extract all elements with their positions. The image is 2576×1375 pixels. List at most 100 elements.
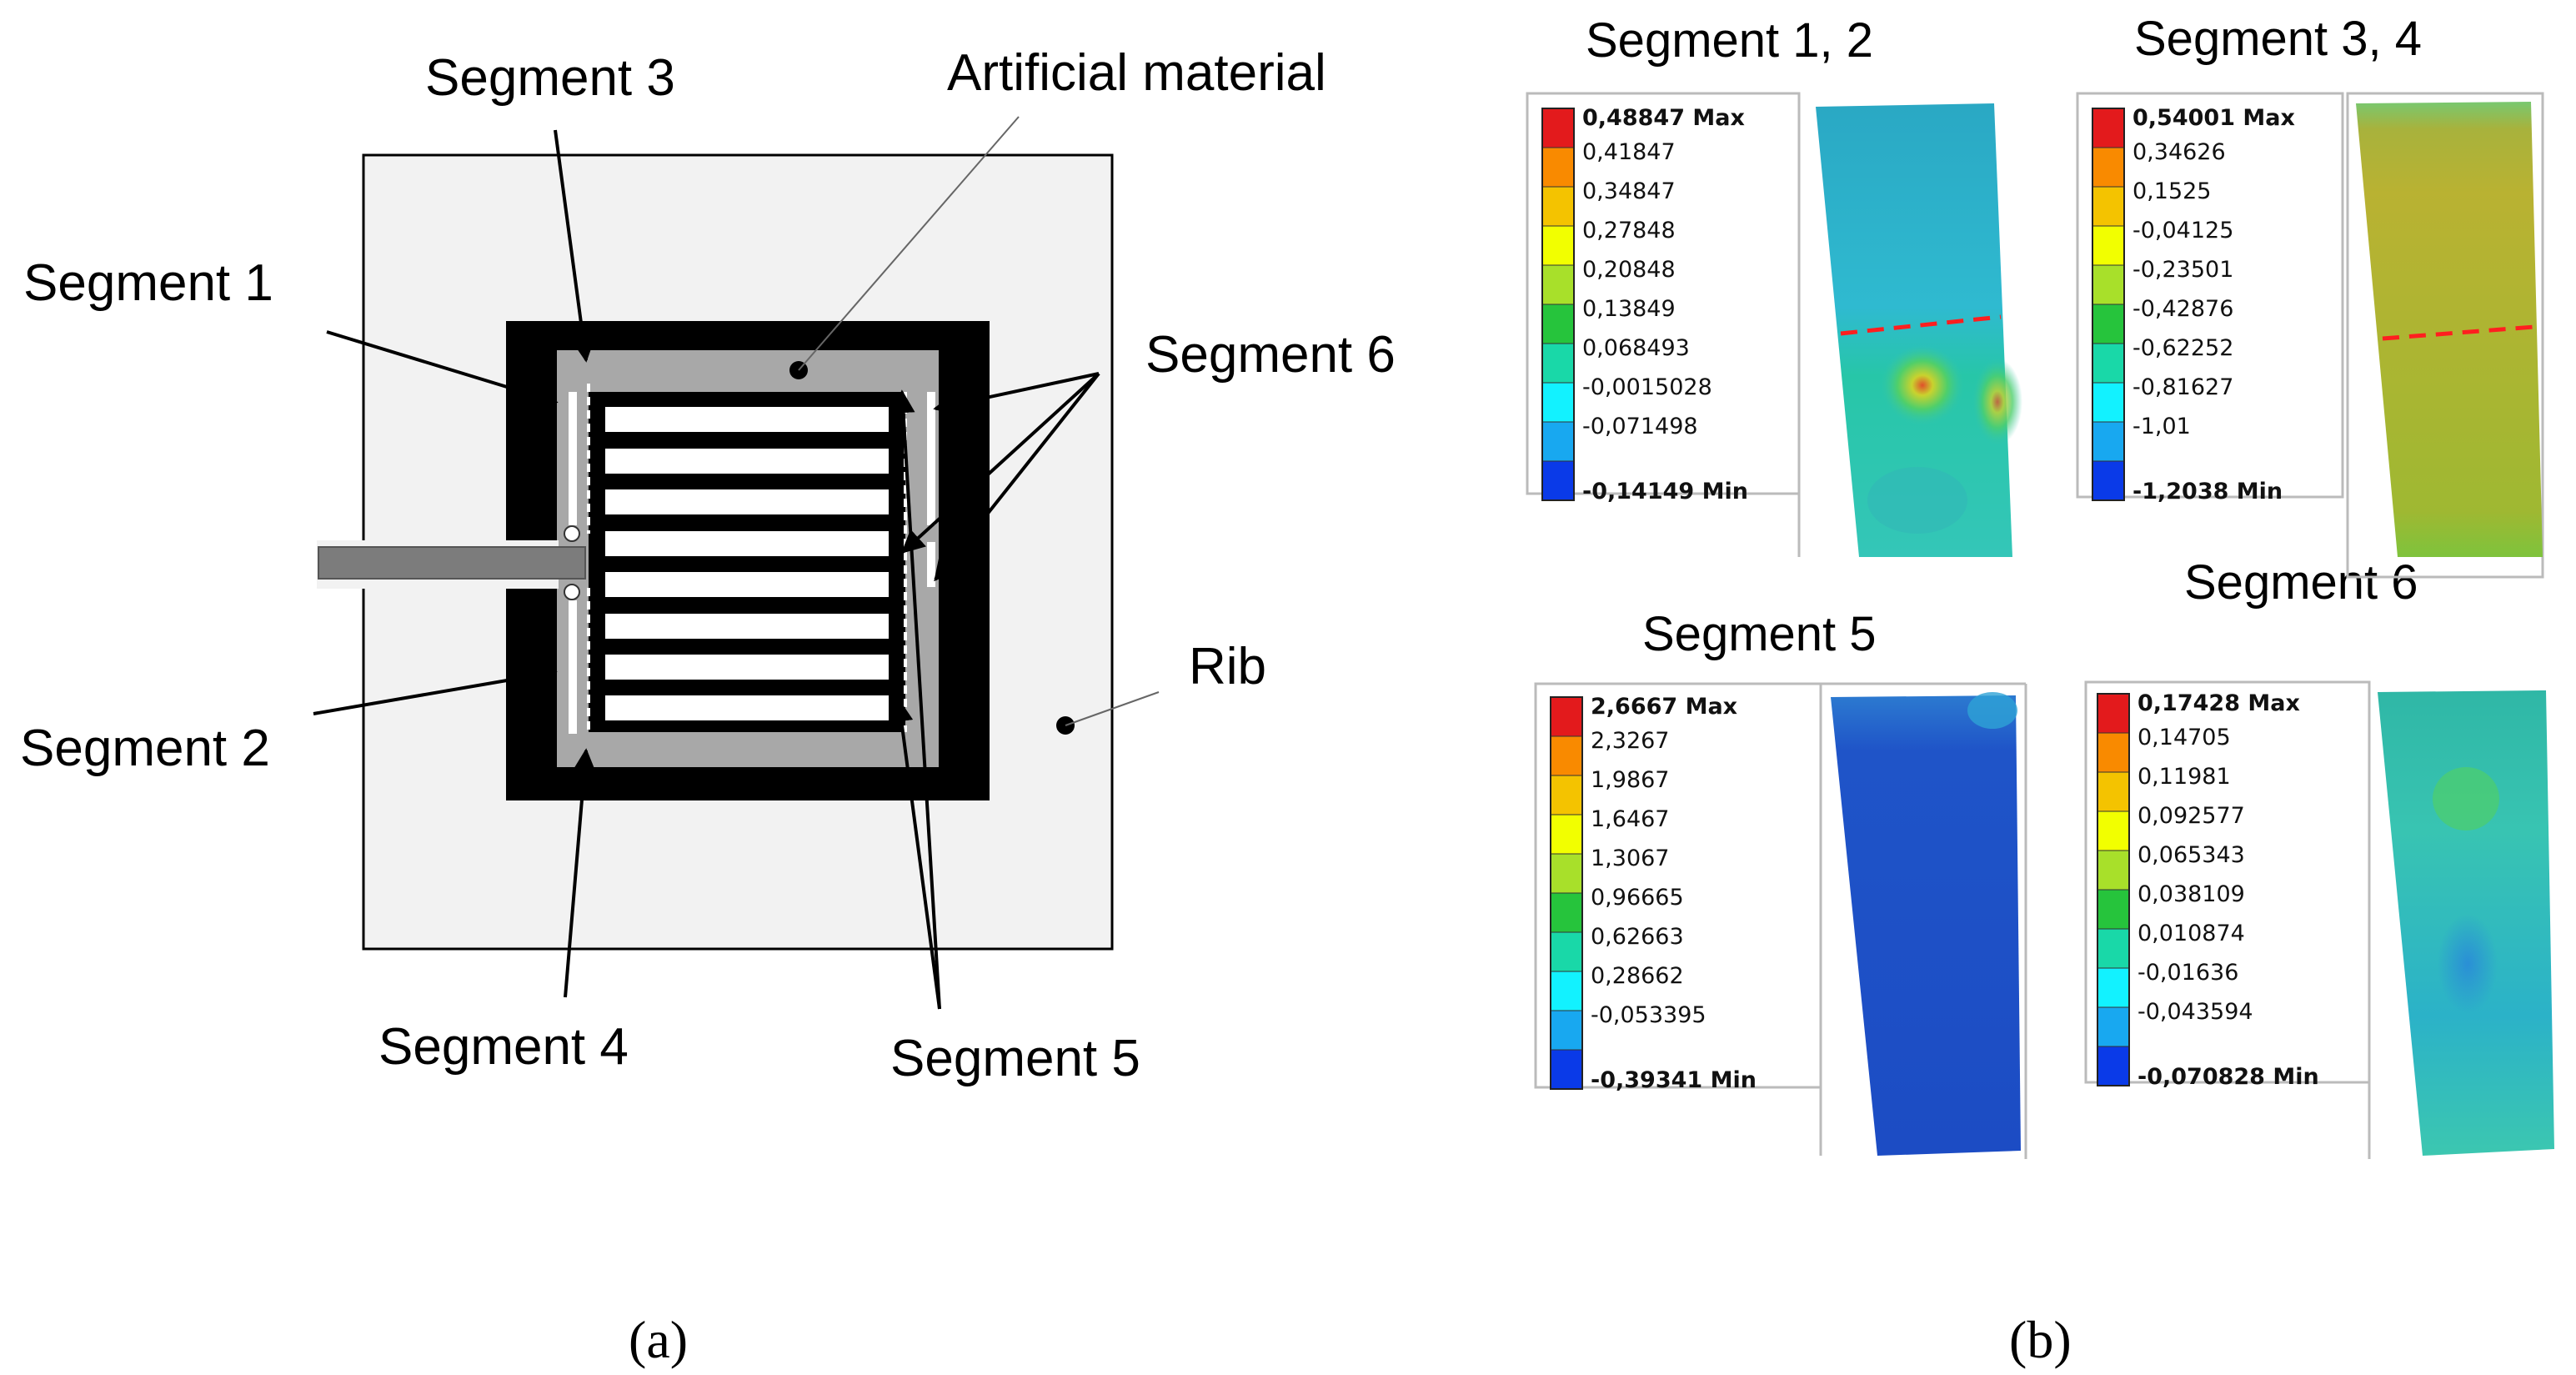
legend-colorbar-frame <box>1541 108 1575 501</box>
white-strips <box>605 407 889 720</box>
legend-label: 0,27848 <box>1582 218 1676 243</box>
legend-label: -0,043594 <box>2137 999 2253 1025</box>
legend-label: -1,01 <box>2132 414 2191 439</box>
legend-swatch <box>1541 264 1575 305</box>
legend-swatch <box>1550 892 1583 933</box>
legend-colorbar-frame <box>2092 108 2125 501</box>
legend-label: -1,2038 Min <box>2132 479 2283 504</box>
legend-swatch <box>2097 693 2130 734</box>
legend-label: 1,3067 <box>1591 846 1669 871</box>
legend-swatch <box>1541 225 1575 266</box>
legend-label: 0,14705 <box>2137 725 2231 750</box>
panel-a-labels: Segment 3 Artificial material Segment 1 … <box>20 44 1396 1087</box>
legend-label: 0,48847 Max <box>1582 105 1745 131</box>
legend-swatch <box>1541 382 1575 423</box>
legend-label: 0,34626 <box>2132 139 2226 165</box>
legend-swatch <box>1541 421 1575 462</box>
thin-leaders <box>798 116 1160 726</box>
legend-swatch <box>2092 343 2125 384</box>
via-upper <box>564 525 580 542</box>
legend-swatch <box>2092 421 2125 462</box>
field-segment-3-4 <box>2356 102 2543 557</box>
legend-label: 1,9867 <box>1591 767 1669 793</box>
legend-label: -0,81627 <box>2132 374 2233 400</box>
panel-b-plots: Segment 1, 2 Segment 3, 4 Segment 5 Segm… <box>1526 12 2554 1159</box>
field-segment-1-2 <box>1816 103 2012 557</box>
legend-swatch <box>1550 775 1583 815</box>
label-artificial-material: Artificial material <box>947 44 1326 102</box>
legend-label: -0,071498 <box>1582 414 1698 439</box>
label-segment6: Segment 6 <box>1145 326 1396 384</box>
plot-title-segment-3-4: Segment 3, 4 <box>2134 12 2422 66</box>
legend-swatch <box>2097 732 2130 773</box>
legend-label: 0,28662 <box>1591 963 1684 989</box>
legend-label: -0,0015028 <box>1582 374 1712 400</box>
cut-line-1-2 <box>1840 314 2002 336</box>
legend-label: 1,6467 <box>1591 806 1669 832</box>
legend-swatch <box>2092 186 2125 227</box>
legend-swatch <box>2097 810 2130 851</box>
caption-b: (b) <box>2009 1310 2072 1369</box>
legend-label: 0,065343 <box>2137 842 2245 868</box>
legend-swatch <box>2092 382 2125 423</box>
legends: 0,48847 Max0,418470,348470,278480,208480… <box>1541 105 2319 1093</box>
legend-label: 0,11981 <box>2137 764 2231 790</box>
legend-swatch <box>1541 147 1575 188</box>
legend-label: 0,1525 <box>2132 178 2211 204</box>
legend-label: 0,092577 <box>2137 803 2245 829</box>
legend-label: 0,41847 <box>1582 139 1676 165</box>
legend-swatch <box>1541 304 1575 344</box>
legend-swatch <box>1541 186 1575 227</box>
legend-swatch <box>2092 108 2125 148</box>
legend-colorbar-frame <box>1550 696 1583 1090</box>
legend-label: 2,3267 <box>1591 728 1669 754</box>
legend-label: -0,39341 Min <box>1591 1067 1757 1093</box>
legend-swatch <box>1541 108 1575 148</box>
segment1-slot <box>569 392 577 525</box>
legend-label: 0,068493 <box>1582 335 1690 361</box>
legend-swatch <box>2097 771 2130 812</box>
label-rib: Rib <box>1189 638 1266 695</box>
field-segment-5 <box>1831 695 2021 1156</box>
via-lower <box>564 584 580 600</box>
segment2-slot <box>569 600 577 734</box>
legend-swatch <box>2092 264 2125 305</box>
plot-segment-6 <box>2084 680 2554 1159</box>
legend-label: 0,13849 <box>1582 296 1676 322</box>
plot-segment-5 <box>1534 682 2027 1159</box>
legend-swatch <box>1550 931 1583 972</box>
legend-swatch <box>2092 460 2125 501</box>
segment6-slot-upper <box>927 392 935 525</box>
panel-a-diagram: Segment 3 Artificial material Segment 1 … <box>20 44 1396 1369</box>
legend-swatch <box>2097 967 2130 1008</box>
legend-label: 0,54001 Max <box>2132 105 2295 131</box>
legend-swatch <box>2097 928 2130 969</box>
legend-label: 0,62663 <box>1591 924 1684 950</box>
legend-swatch <box>1541 343 1575 384</box>
plot-title-segment-6: Segment 6 <box>2184 555 2418 610</box>
legend-swatch <box>2097 1006 2130 1047</box>
legend-swatch <box>1550 735 1583 776</box>
legend-label: -0,42876 <box>2132 296 2233 322</box>
label-segment3: Segment 3 <box>425 49 675 107</box>
label-segment5: Segment 5 <box>890 1030 1140 1087</box>
legend-swatch <box>1550 1049 1583 1090</box>
label-segment2: Segment 2 <box>20 720 270 777</box>
legend-swatch <box>1541 460 1575 501</box>
legend-label: 0,17428 Max <box>2137 690 2300 716</box>
legend-swatch <box>2092 304 2125 344</box>
caption-a: (a) <box>629 1310 688 1369</box>
legend-label: -0,14149 Min <box>1582 479 1748 504</box>
legend-swatch <box>1550 696 1583 737</box>
label-segment1: Segment 1 <box>23 254 273 312</box>
legend-swatch <box>2092 225 2125 266</box>
plot-segment-3-4 <box>2076 92 2544 579</box>
legend-swatch <box>2097 1046 2130 1086</box>
legend-label: 0,20848 <box>1582 257 1676 283</box>
feed-line <box>318 546 586 580</box>
legend-colorbar-frame <box>2097 693 2130 1086</box>
legend-swatch <box>2092 147 2125 188</box>
legend-label: 2,6667 Max <box>1591 694 1737 720</box>
legend-swatch <box>1550 971 1583 1011</box>
plot-title-segment-1-2: Segment 1, 2 <box>1586 13 1873 68</box>
